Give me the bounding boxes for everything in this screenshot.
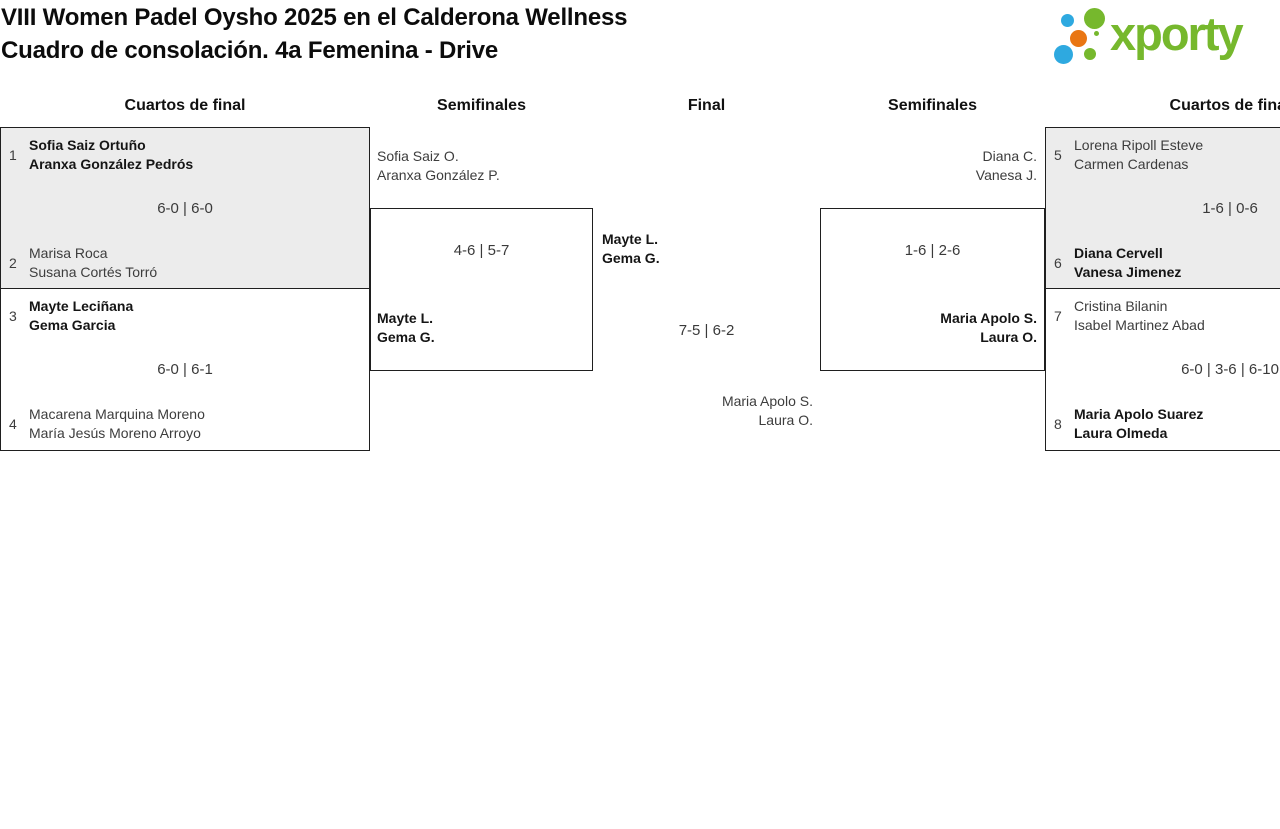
logo-dot-icon bbox=[1084, 48, 1096, 60]
player-name: María Jesús Moreno Arroyo bbox=[29, 425, 201, 441]
sf-match-2-box: 1-6 | 2-6 bbox=[820, 208, 1045, 371]
participant-names: Marisa Roca Susana Cortés Torró bbox=[29, 244, 157, 282]
logo-dot-icon bbox=[1070, 30, 1087, 47]
player-name: Sofia Saiz Ortuño bbox=[29, 137, 146, 153]
seed-number: 4 bbox=[9, 416, 17, 432]
player-name: Laura O. bbox=[980, 329, 1037, 345]
player-name: Gema Garcia bbox=[29, 317, 116, 333]
logo-dot-icon bbox=[1061, 14, 1074, 27]
player-name: Mayte L. bbox=[602, 231, 659, 247]
player-name: Vanesa J. bbox=[975, 167, 1037, 183]
player-name: Macarena Marquina Moreno bbox=[29, 406, 205, 422]
final-participant-left: Mayte L. Gema G. bbox=[602, 230, 660, 268]
participant-names: Maria Apolo Suarez Laura Olmeda bbox=[1074, 405, 1203, 443]
logo-dot-icon bbox=[1094, 31, 1099, 36]
participant-names: Cristina Bilanin Isabel Martinez Abad bbox=[1074, 297, 1205, 335]
final-participant-right: Maria Apolo S. Laura O. bbox=[593, 392, 813, 430]
sf1-participant-bottom: Mayte L. Gema G. bbox=[377, 309, 435, 347]
player-name: Diana Cervell bbox=[1074, 245, 1163, 261]
player-name: Vanesa Jimenez bbox=[1074, 264, 1182, 280]
match-score: 6-0 | 6-0 bbox=[157, 200, 213, 217]
player-name: Mayte Leciñana bbox=[29, 298, 134, 314]
participant-names: Macarena Marquina Moreno María Jesús Mor… bbox=[29, 405, 205, 443]
sf2-participant-bottom: Maria Apolo S. Laura O. bbox=[820, 309, 1037, 347]
player-name: Mayte L. bbox=[377, 310, 434, 326]
participant-names: Lorena Ripoll Esteve Carmen Cardenas bbox=[1074, 136, 1203, 174]
qf-match-2-box: 3 Mayte Leciñana Gema Garcia 6-0 | 6-1 4… bbox=[0, 288, 370, 451]
player-name: Aranxa González Pedrós bbox=[29, 156, 194, 172]
participant-names: Mayte Leciñana Gema Garcia bbox=[29, 297, 133, 335]
bracket-subtitle: Cuadro de consolación. 4a Femenina - Dri… bbox=[1, 37, 499, 64]
tournament-title: VIII Women Padel Oysho 2025 en el Calder… bbox=[1, 4, 628, 31]
qf-match-3-box: 5 Lorena Ripoll Esteve Carmen Cardenas 1… bbox=[1045, 127, 1280, 289]
match-score: 1-6 | 0-6 bbox=[1202, 200, 1258, 217]
round-header-final: Final bbox=[687, 97, 726, 114]
seed-number: 1 bbox=[9, 147, 17, 163]
xporty-logo-text: xporty bbox=[1110, 7, 1244, 60]
qf-match-1-box: 1 Sofia Saiz Ortuño Aranxa González Pedr… bbox=[0, 127, 370, 289]
page-title: VIII Women Padel Oysho 2025 en el Calder… bbox=[1, 1, 627, 67]
seed-number: 5 bbox=[1054, 147, 1062, 163]
seed-number: 3 bbox=[9, 308, 17, 324]
final-score: 7-5 | 6-2 bbox=[678, 322, 735, 339]
player-name: Diana C. bbox=[982, 148, 1037, 164]
seed-number: 6 bbox=[1054, 255, 1062, 271]
logo-dot-icon bbox=[1084, 8, 1105, 29]
player-name: Maria Apolo Suarez bbox=[1074, 406, 1204, 422]
match-score: 6-0 | 3-6 | 6-10 bbox=[1181, 361, 1279, 378]
sf1-participant-top: Sofia Saiz O. Aranxa González P. bbox=[377, 147, 500, 185]
seed-number: 8 bbox=[1054, 416, 1062, 432]
player-name: Laura O. bbox=[758, 412, 813, 428]
player-name: Gema G. bbox=[377, 329, 435, 345]
participant-row: 3 Mayte Leciñana Gema Garcia bbox=[1, 297, 369, 335]
participant-row: 6 Diana Cervell Vanesa Jimenez bbox=[1046, 244, 1280, 282]
participant-row: 8 Maria Apolo Suarez Laura Olmeda bbox=[1046, 405, 1280, 443]
sf-match-1-box: 4-6 | 5-7 bbox=[370, 208, 593, 371]
seed-number: 2 bbox=[9, 255, 17, 271]
player-name: Aranxa González P. bbox=[377, 167, 500, 183]
player-name: Gema G. bbox=[602, 250, 660, 266]
player-name: Maria Apolo S. bbox=[940, 310, 1037, 326]
player-name: Susana Cortés Torró bbox=[29, 264, 158, 280]
player-name: Isabel Martinez Abad bbox=[1074, 317, 1205, 333]
player-name: Carmen Cardenas bbox=[1074, 156, 1189, 172]
participant-names: Diana Cervell Vanesa Jimenez bbox=[1074, 244, 1181, 282]
xporty-logo[interactable]: xporty bbox=[1048, 4, 1278, 68]
sf2-participant-top: Diana C. Vanesa J. bbox=[820, 147, 1037, 185]
participant-names: Sofia Saiz Ortuño Aranxa González Pedrós bbox=[29, 136, 193, 174]
match-score: 4-6 | 5-7 bbox=[453, 242, 510, 259]
player-name: Lorena Ripoll Esteve bbox=[1074, 137, 1204, 153]
match-score: 1-6 | 2-6 bbox=[904, 242, 961, 259]
participant-row: 4 Macarena Marquina Moreno María Jesús M… bbox=[1, 405, 369, 443]
player-name: Cristina Bilanin bbox=[1074, 298, 1168, 314]
round-header-semifinals-left: Semifinales bbox=[437, 97, 526, 114]
participant-row: 1 Sofia Saiz Ortuño Aranxa González Pedr… bbox=[1, 136, 369, 174]
round-header-semifinals-right: Semifinales bbox=[888, 97, 977, 114]
round-header-quarterfinals-left: Cuartos de final bbox=[124, 97, 246, 114]
participant-row: 7 Cristina Bilanin Isabel Martinez Abad bbox=[1046, 297, 1280, 335]
player-name: Laura Olmeda bbox=[1074, 425, 1168, 441]
match-score: 6-0 | 6-1 bbox=[157, 361, 213, 378]
participant-row: 5 Lorena Ripoll Esteve Carmen Cardenas bbox=[1046, 136, 1280, 174]
participant-row: 2 Marisa Roca Susana Cortés Torró bbox=[1, 244, 369, 282]
seed-number: 7 bbox=[1054, 308, 1062, 324]
logo-dot-icon bbox=[1054, 45, 1073, 64]
player-name: Sofia Saiz O. bbox=[377, 148, 459, 164]
qf-match-4-box: 7 Cristina Bilanin Isabel Martinez Abad … bbox=[1045, 288, 1280, 451]
player-name: Maria Apolo S. bbox=[721, 393, 813, 409]
player-name: Marisa Roca bbox=[29, 245, 108, 261]
round-header-quarterfinals-right: Cuartos de final bbox=[1169, 97, 1280, 114]
